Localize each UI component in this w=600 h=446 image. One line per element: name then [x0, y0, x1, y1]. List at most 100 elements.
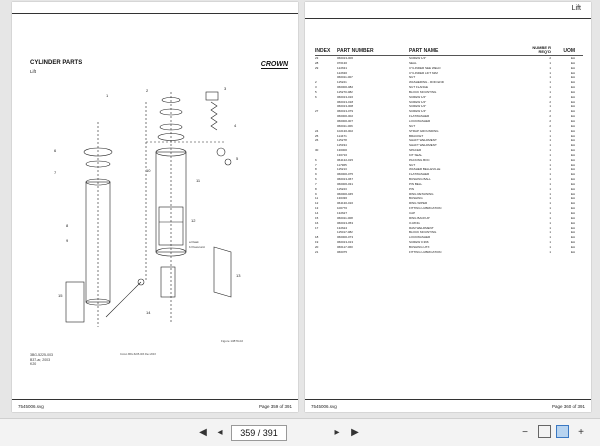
cell-number-reqd: 1 [549, 143, 551, 148]
callout-3: 3 [224, 86, 227, 91]
single-page-view-icon[interactable] [538, 425, 551, 438]
cell-part-name: SCREW 1/2" [409, 99, 427, 104]
section-subtitle: Lift [30, 69, 37, 74]
cell-uom: EA [570, 109, 575, 114]
cell-index: 24 [315, 128, 319, 133]
callout-5: 5 [236, 156, 239, 161]
cell-uom: EA [570, 211, 575, 215]
cell-part-number: 122631 [337, 65, 348, 70]
cell-number-reqd: 1 [549, 162, 551, 167]
callout-11: 11 [196, 178, 201, 183]
cell-uom: EA [570, 157, 575, 162]
cell-part-name: NUT FLANGE [409, 85, 428, 90]
cell-index: 21 [315, 249, 319, 254]
cell-part-number: 060013-008 [337, 104, 354, 109]
cell-number-reqd: 1 [549, 181, 551, 186]
cell-number-reqd: 1 [549, 235, 551, 240]
footer-rule [305, 399, 591, 400]
cell-number-reqd: 1 [549, 133, 551, 138]
cell-uom: EA [570, 99, 575, 104]
next-page-icon[interactable]: ▸ [334, 426, 340, 438]
callout-2: 2 [146, 88, 149, 93]
cell-part-name: NUT [409, 162, 416, 167]
page-footer: 7545006.svg Page 359 of 391 [18, 404, 292, 409]
cell-number-reqd: 1 [549, 177, 551, 182]
col-uom: UOM [563, 48, 575, 54]
cell-number-reqd: 1 [549, 186, 551, 191]
cell-number-reqd: 1 [549, 201, 551, 206]
cell-number-reqd: 1 [549, 152, 551, 157]
last-page-icon[interactable]: ▶︎ [351, 426, 359, 438]
two-page-view-icon[interactable] [556, 425, 569, 438]
cell-part-number: 060006-031 [337, 181, 354, 186]
cell-part-number: 115221 [337, 80, 347, 85]
cell-part-name: BLOCK MOUNTING [409, 89, 437, 94]
cell-part-number: 115213 [337, 167, 347, 172]
cell-part-name: FLATWASHER [409, 114, 430, 119]
cell-index: 23 [315, 56, 319, 60]
cell-uom: EA [570, 118, 575, 123]
cell-uom: EA [570, 191, 575, 196]
legend-a: a Flask [189, 240, 199, 244]
cell-part-name: KIT SEAL [409, 152, 423, 157]
page-header: Lift [571, 5, 581, 12]
zoom-in-icon[interactable]: + [578, 426, 584, 438]
page-number-input[interactable]: 359 / 391 [231, 425, 287, 441]
footer-rule [12, 399, 298, 400]
prev-page-icon[interactable]: ◂ [217, 426, 223, 438]
cell-uom: EA [570, 196, 575, 201]
cell-uom: EA [570, 123, 575, 128]
first-page-icon[interactable]: ◀︎ [199, 426, 207, 438]
zoom-out-icon[interactable]: − [522, 426, 528, 438]
cell-part-number: 115334 [337, 143, 347, 148]
viewer-toolbar: ◀︎ ◂ 359 / 391 ▸ ▶︎ − + [0, 418, 600, 446]
col-part-name: PART NAME [409, 48, 439, 54]
doc-ref-line: B37-ar, 2003 [30, 357, 51, 362]
cell-number-reqd: 1 [549, 138, 551, 143]
cell-part-name: CYLINDER SEE WELD [409, 65, 441, 70]
cell-part-number: 070130 [337, 60, 348, 65]
header-rule [305, 18, 591, 19]
left-page: CYLINDER PARTS Lift CROWN [12, 2, 298, 412]
cell-number-reqd: 1 [549, 148, 551, 153]
cell-number-reqd: 2 [549, 118, 551, 123]
document-reference: 3BG-5225-003 B37-ar, 2003 K20 [30, 353, 53, 367]
cell-number-reqd: 1 [549, 215, 551, 220]
cell-number-reqd: 1 [549, 249, 551, 254]
diagram-legend: a Flask b Powerunit [189, 240, 205, 250]
cell-index: 2 [315, 80, 317, 85]
cell-index: 6 [315, 94, 317, 99]
cell-part-number: 115017-082 [337, 230, 353, 235]
cell-index: 30 [315, 148, 319, 153]
cell-uom: EA [570, 240, 575, 245]
callout-4: 4 [234, 123, 237, 128]
cell-uom: EA [570, 70, 575, 75]
parts-table: INDEX PART NUMBER PART NAME NUMBE R REQ'… [315, 42, 583, 255]
doc-ref-line: K20 [30, 362, 37, 366]
cell-number-reqd: 1 [549, 75, 551, 80]
callout-12: 12 [191, 218, 196, 223]
cell-part-number: 115270-082 [337, 89, 353, 94]
cell-part-number: 130716 [337, 152, 348, 157]
cell-index: 9 [315, 172, 317, 177]
cell-number-reqd: 1 [549, 104, 551, 109]
cell-uom: EA [570, 56, 575, 60]
cell-part-number: 132624 [337, 225, 348, 230]
